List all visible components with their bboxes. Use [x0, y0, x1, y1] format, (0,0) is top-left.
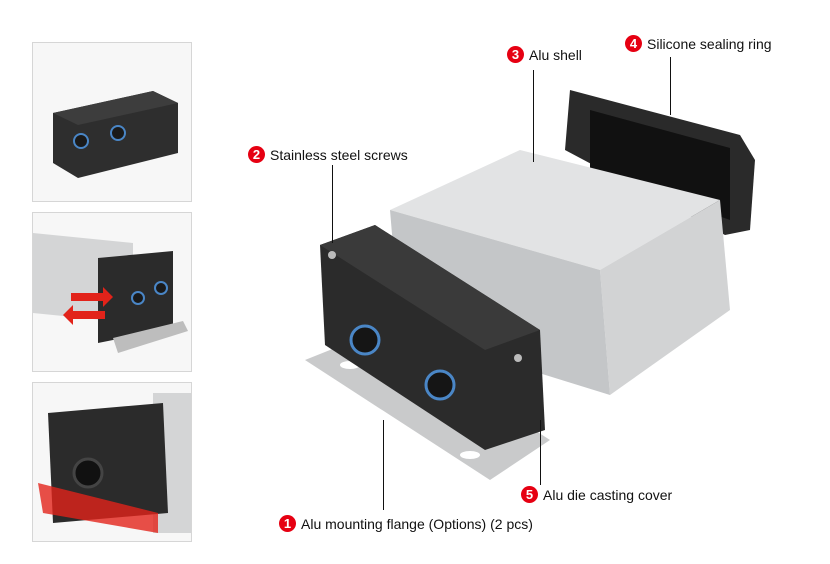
callout-label: Alu shell [529, 46, 582, 63]
thumbnail-assembled-enclosure[interactable] [32, 42, 192, 202]
sealed-cover-image [38, 393, 191, 533]
callout-alu-mounting-flange: 1 Alu mounting flange (Options) (2 pcs) [279, 515, 533, 532]
leader-line-3 [533, 70, 534, 162]
callout-number-badge: 4 [625, 35, 642, 52]
enclosure-front-image [53, 91, 178, 178]
callout-label: Stainless steel screws [270, 146, 408, 163]
alu-shell [390, 150, 730, 395]
screw-icon [328, 251, 336, 259]
callout-label: Alu die casting cover [543, 486, 673, 503]
callout-number-badge: 5 [521, 486, 538, 503]
callout-alu-shell: 3 Alu shell [507, 46, 582, 63]
cover-insertion-image [33, 233, 188, 353]
callout-label: Alu mounting flange (Options) (2 pcs) [301, 515, 533, 532]
thumbnail-sealed-cover[interactable] [32, 382, 192, 542]
callout-stainless-steel-screws: 2 Stainless steel screws [248, 146, 408, 163]
leader-line-2 [332, 165, 333, 243]
alu-die-casting-cover [320, 225, 545, 450]
enclosure-exploded-view [305, 90, 755, 480]
callout-label: Silicone sealing ring [647, 35, 772, 52]
leader-line-5 [540, 420, 541, 485]
callout-number-badge: 1 [279, 515, 296, 532]
leader-line-4 [670, 57, 671, 115]
callout-number-badge: 3 [507, 46, 524, 63]
screw-icon [514, 354, 522, 362]
leader-line-1 [383, 420, 384, 510]
callout-silicone-sealing-ring: 4 Silicone sealing ring [625, 35, 772, 52]
callout-alu-die-casting-cover: 5 Alu die casting cover [521, 486, 672, 503]
callout-number-badge: 2 [248, 146, 265, 163]
thumbnail-cover-insertion[interactable] [32, 212, 192, 372]
